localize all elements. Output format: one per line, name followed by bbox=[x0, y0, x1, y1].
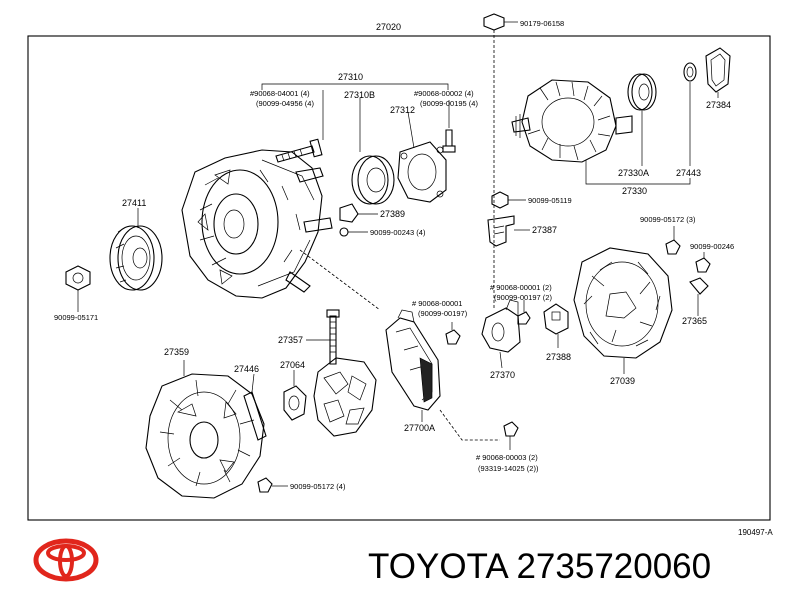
bracket-27310 bbox=[261, 83, 449, 90]
part-title: TOYOTA 2735720060 bbox=[368, 547, 712, 586]
label-90099-00197-pair: (90099-00197 (2) bbox=[494, 293, 552, 302]
rotor-assembly bbox=[511, 79, 633, 163]
label-90068-00003: # 90068-00003 (2) bbox=[476, 453, 538, 462]
screw-90068-00003 bbox=[503, 421, 519, 450]
washer-27064 bbox=[283, 370, 307, 421]
plate-27365 bbox=[689, 277, 709, 316]
nut-90099-05119 bbox=[491, 191, 526, 209]
label-27700a: 27700A bbox=[404, 423, 435, 433]
group-bracket-27330 bbox=[585, 160, 691, 185]
label-90179-06158: 90179-06158 bbox=[520, 19, 564, 28]
label-27387: 27387 bbox=[532, 225, 557, 235]
label-90099-05171: 90099-05171 bbox=[54, 313, 98, 322]
insulator-27388 bbox=[543, 303, 569, 348]
label-93319-14025: (93319-14025 (2)) bbox=[478, 464, 539, 473]
assembly-axis-lower bbox=[439, 409, 500, 441]
gasket-27446 bbox=[243, 373, 267, 441]
label-27359: 27359 bbox=[164, 347, 189, 357]
pulley-nut bbox=[65, 265, 91, 312]
label-27384: 27384 bbox=[706, 100, 731, 110]
screw-90099-05172-4 bbox=[257, 477, 288, 493]
drive-end-housing bbox=[181, 149, 333, 299]
label-90068-00002: #90068-00002 (4) bbox=[414, 89, 474, 98]
label-27039: 27039 bbox=[610, 376, 635, 386]
through-bolt bbox=[275, 90, 324, 163]
bearing-27310b bbox=[351, 98, 395, 205]
nut-90179-06158 bbox=[483, 13, 518, 31]
screw-90099-05172-3 bbox=[665, 226, 681, 255]
diagram-reference-code: 190497-A bbox=[738, 528, 773, 537]
brush-holder-27700a bbox=[385, 309, 441, 422]
ring-27443 bbox=[683, 62, 697, 166]
diagram-frame bbox=[27, 35, 771, 521]
screw-90099-00246 bbox=[695, 252, 711, 273]
bearing-27330a bbox=[627, 73, 657, 166]
label-90068-00001-single: # 90068-00001 bbox=[412, 299, 462, 308]
label-90099-04956: (90099-04956 (4) bbox=[256, 99, 314, 108]
retainer-plate-27312 bbox=[397, 111, 447, 203]
label-27020: 27020 bbox=[376, 22, 401, 32]
toyota-logo bbox=[33, 538, 99, 582]
label-27310b: 27310B bbox=[344, 90, 375, 100]
logo-inner-vertical bbox=[58, 544, 74, 578]
screw-90099-00243 bbox=[339, 227, 368, 237]
label-27443: 27443 bbox=[676, 168, 701, 178]
screw-90068-00001-center bbox=[445, 322, 461, 345]
label-27312: 27312 bbox=[390, 105, 415, 115]
label-27064: 27064 bbox=[280, 360, 305, 370]
logo-inner-horizontal bbox=[46, 544, 86, 562]
label-27365: 27365 bbox=[682, 316, 707, 326]
screw-90068-00001-pair bbox=[517, 300, 531, 325]
assembly-axis-diagonal bbox=[299, 249, 381, 311]
label-27330: 27330 bbox=[622, 186, 647, 196]
label-90068-04001: #90068-04001 (4) bbox=[250, 89, 310, 98]
front-housing-27359 bbox=[145, 360, 265, 499]
cover-27384 bbox=[705, 47, 731, 98]
label-27370: 27370 bbox=[490, 370, 515, 380]
regulator-27370 bbox=[481, 299, 521, 369]
label-27388: 27388 bbox=[546, 352, 571, 362]
rectifier-27357 bbox=[306, 309, 377, 437]
rear-cover-27039 bbox=[573, 247, 673, 374]
label-90099-00246: 90099-00246 bbox=[690, 242, 734, 251]
label-90068-00001-pair: # 90068-00001 (2) bbox=[490, 283, 552, 292]
label-90099-00197-single: (90099-00197) bbox=[418, 309, 468, 318]
label-90099-05172-3: 90099-05172 (3) bbox=[640, 215, 696, 224]
retainer-screw bbox=[442, 100, 456, 153]
label-27446: 27446 bbox=[234, 364, 259, 374]
label-27411: 27411 bbox=[122, 198, 146, 208]
label-27330a: 27330A bbox=[618, 168, 649, 178]
terminal-insulator-27387 bbox=[487, 215, 530, 247]
label-90099-05172-4: 90099-05172 (4) bbox=[290, 482, 346, 491]
pulley-27411 bbox=[109, 208, 163, 291]
label-27357: 27357 bbox=[278, 335, 303, 345]
logo-outer-ring bbox=[33, 538, 99, 582]
label-90099-05119: 90099-05119 bbox=[528, 196, 572, 205]
label-90099-00195: (90099-00195 (4) bbox=[420, 99, 478, 108]
label-27389: 27389 bbox=[380, 209, 405, 219]
label-27310: 27310 bbox=[338, 72, 363, 82]
label-90099-00243: 90099-00243 (4) bbox=[370, 228, 426, 237]
insulator-27389 bbox=[339, 203, 378, 223]
